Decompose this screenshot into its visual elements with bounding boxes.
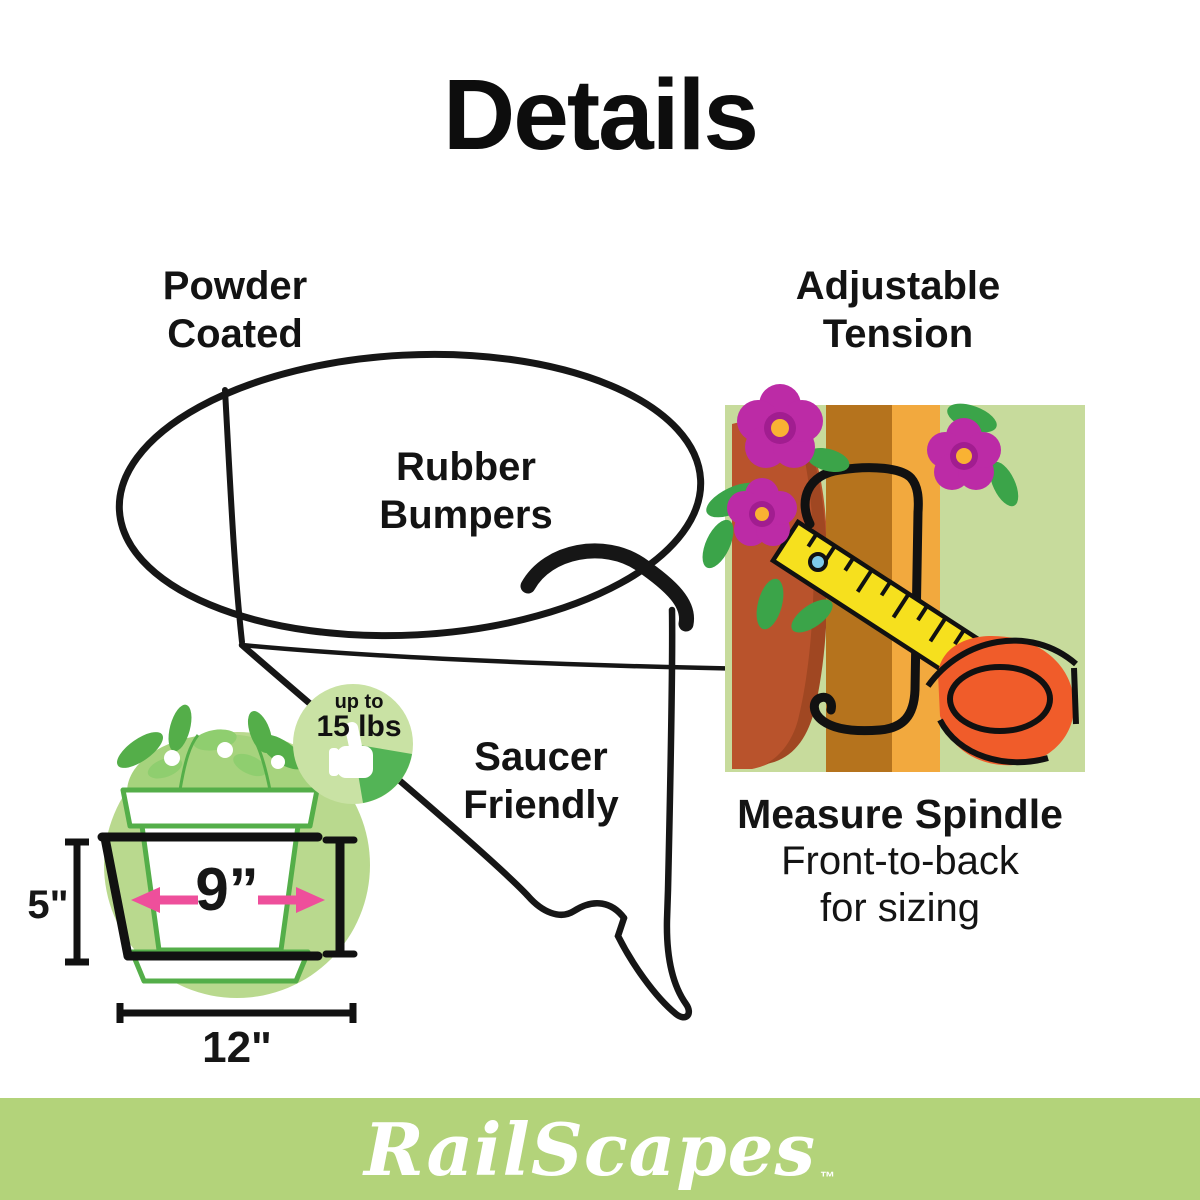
flower-icon <box>727 478 797 546</box>
pot-diameter-label: 9” <box>195 856 258 923</box>
width-dimension <box>116 1003 357 1023</box>
frame-overlay <box>97 832 358 961</box>
pot-height-label: 5" <box>27 883 68 927</box>
ring-brace <box>222 387 245 645</box>
rubber-bumper-hook <box>520 543 695 632</box>
rail-hook-leg <box>614 606 693 1021</box>
label-line: Saucer <box>474 735 608 779</box>
flower-icon <box>737 384 823 468</box>
label-line: Bumpers <box>379 493 553 537</box>
label-line: Coated <box>167 312 303 356</box>
bracket-width-label: 12" <box>202 1023 272 1072</box>
pot-ring <box>115 350 705 640</box>
label-line: Rubber <box>395 445 536 489</box>
thumbs-up-icon <box>329 721 373 778</box>
brand-name: RailScapes <box>363 1106 817 1192</box>
page-title: Details <box>443 59 759 171</box>
label-measure-spindle: Measure Spindle Front-to-back for sizing <box>700 791 1100 932</box>
label-powder-coated: Powder Coated <box>163 262 307 358</box>
brand-logo: RailScapes ™ <box>0 1098 1200 1200</box>
label-line: Tension <box>822 312 974 356</box>
capacity-badge: up to 15 lbs <box>293 684 413 804</box>
tape-rivet <box>808 552 828 572</box>
measure-spindle-line: for sizing <box>819 886 981 930</box>
tape-measure-body <box>925 636 1079 766</box>
badge-weight-label: 15 lbs <box>316 710 401 743</box>
flower-cluster-left <box>702 384 850 633</box>
trademark-symbol: ™ <box>820 1169 837 1186</box>
badge-up-to-label: up to <box>335 691 384 713</box>
label-line: Friendly <box>463 783 619 827</box>
label-line: Powder <box>162 264 308 308</box>
pink-width-arrows-icon <box>131 887 325 913</box>
height-dimension <box>65 838 89 966</box>
flower-cluster-right <box>927 403 1019 507</box>
label-line: Adjustable <box>795 264 1001 308</box>
label-rubber-bumpers: Rubber Bumpers <box>379 443 552 539</box>
flower-icon <box>927 418 1001 490</box>
flower-dots <box>109 742 285 773</box>
measure-spindle-illustration <box>702 384 1085 772</box>
label-adjustable-tension: Adjustable Tension <box>796 262 1000 358</box>
measure-spindle-title: Measure Spindle <box>737 791 1063 837</box>
label-saucer-friendly: Saucer Friendly <box>463 733 619 829</box>
brand-banner: RailScapes ™ <box>0 1098 1200 1200</box>
measure-spindle-line: Front-to-back <box>781 839 1019 883</box>
